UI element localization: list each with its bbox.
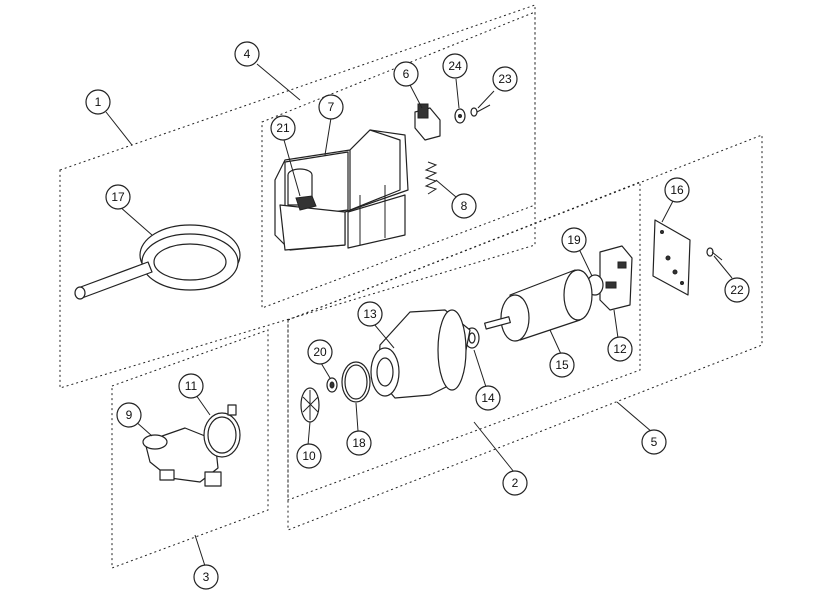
callout-13-label: 13 [363, 307, 377, 321]
callout-12: 12 [607, 336, 633, 362]
callout-9-label: 9 [126, 408, 133, 422]
callout-9: 9 [116, 402, 142, 428]
brush-holder-part [599, 245, 633, 311]
group-outline-3 [111, 329, 269, 569]
switch-block-part [414, 103, 441, 141]
callout-18-label: 18 [352, 436, 366, 450]
callout-14-label: 14 [481, 391, 495, 405]
callout-7: 7 [318, 94, 344, 120]
callout-2: 2 [502, 470, 528, 496]
volute-part [142, 427, 222, 487]
callout-20-label: 20 [313, 345, 327, 359]
callout-23: 23 [492, 66, 518, 92]
callout-8: 8 [451, 193, 477, 219]
callout-3: 3 [193, 564, 219, 590]
spring-part [424, 161, 438, 195]
callout-11: 11 [178, 373, 204, 399]
bracket-housing-part [274, 129, 409, 251]
coiled-hose-part [74, 224, 241, 300]
callout-5: 5 [641, 429, 667, 455]
callout-19: 19 [561, 227, 587, 253]
callout-1: 1 [85, 89, 111, 115]
group-outline-4 [261, 11, 536, 309]
callout-16: 16 [664, 177, 690, 203]
callout-21-label: 21 [276, 121, 290, 135]
callout-6-label: 6 [403, 67, 410, 81]
callout-2-label: 2 [512, 476, 519, 490]
group-outline-2 [287, 181, 641, 501]
callout-11-label: 11 [185, 379, 198, 393]
group-outline-1 [59, 4, 536, 389]
callout-17: 17 [105, 184, 131, 210]
callout-3-label: 3 [203, 570, 210, 584]
seal-part [464, 327, 480, 349]
small-screw-part [706, 247, 723, 261]
callout-22-label: 22 [730, 283, 744, 297]
callout-19-label: 19 [567, 233, 581, 247]
impeller-part [300, 387, 320, 423]
callout-8-label: 8 [461, 199, 468, 213]
clamp-part [203, 404, 241, 458]
callout-13: 13 [357, 301, 383, 327]
callout-10: 10 [296, 443, 322, 469]
callout-16-label: 16 [670, 183, 684, 197]
screw-part [470, 104, 491, 117]
callout-15: 15 [549, 352, 575, 378]
o-ring-large-part [341, 361, 371, 403]
motor-part [484, 269, 593, 342]
callout-4: 4 [234, 41, 260, 67]
callout-15-label: 15 [555, 358, 569, 372]
callout-1-label: 1 [95, 95, 102, 109]
callout-24: 24 [442, 53, 468, 79]
washer-part [454, 108, 466, 124]
pump-housing-part [370, 309, 471, 399]
callout-22: 22 [724, 277, 750, 303]
callout-20: 20 [307, 339, 333, 365]
mounting-plate-part [652, 219, 691, 296]
callout-24-label: 24 [448, 59, 462, 73]
callout-23-label: 23 [498, 72, 512, 86]
callout-4-label: 4 [244, 47, 251, 61]
callout-17-label: 17 [111, 190, 125, 204]
nut-part [326, 377, 338, 393]
callout-14: 14 [475, 385, 501, 411]
clip-part [295, 195, 317, 211]
callout-12-label: 12 [613, 342, 627, 356]
callout-21: 21 [270, 115, 296, 141]
callout-5-label: 5 [651, 435, 658, 449]
leader-lines [105, 63, 733, 567]
callout-10-label: 10 [302, 449, 316, 463]
callout-7-label: 7 [328, 100, 335, 114]
callout-18: 18 [346, 430, 372, 456]
callout-6: 6 [393, 61, 419, 87]
